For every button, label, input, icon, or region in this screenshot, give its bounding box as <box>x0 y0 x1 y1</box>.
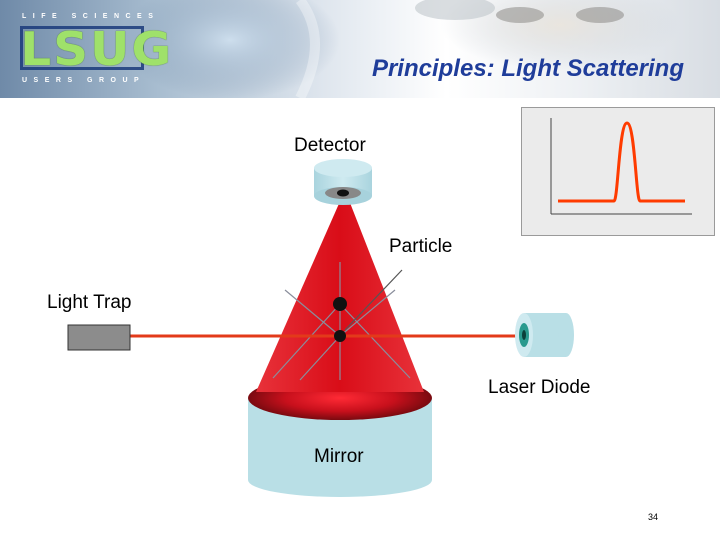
particle-label: Particle <box>389 236 452 258</box>
light-trap-label: Light Trap <box>47 292 132 314</box>
signal-trace-plot <box>522 108 714 235</box>
particle-lower <box>334 330 346 342</box>
mirror <box>248 376 432 497</box>
particle-upper <box>333 297 347 311</box>
mirror-label: Mirror <box>314 446 364 468</box>
signal-inset <box>521 107 715 236</box>
detector-label: Detector <box>294 135 366 157</box>
page-number: 34 <box>648 512 658 522</box>
signal-peak-trace <box>558 123 685 201</box>
laser-diode <box>515 313 574 357</box>
light-trap <box>68 325 130 350</box>
detector <box>314 159 372 205</box>
laser-diode-label: Laser Diode <box>488 377 590 399</box>
